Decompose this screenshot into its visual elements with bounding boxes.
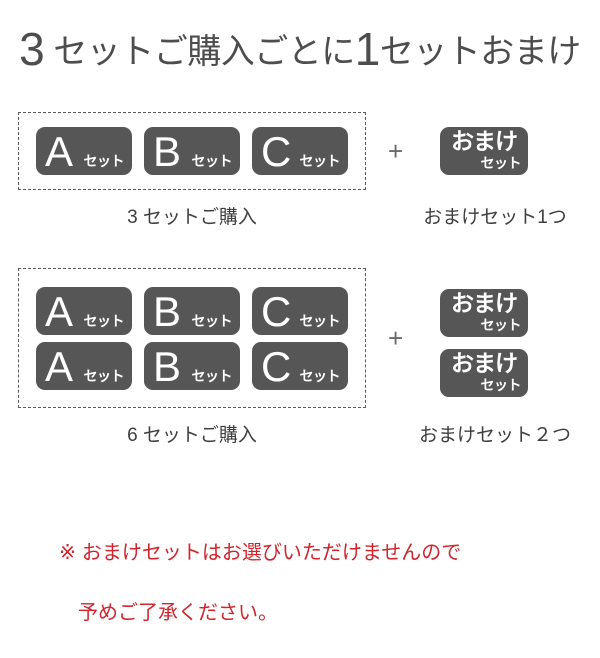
- headline-text-2: セットおまけ: [379, 33, 582, 71]
- set-badge-sublabel: セット: [83, 312, 125, 329]
- notice-line-1: おまけセットはお選びいただけませんので: [81, 542, 462, 564]
- set-badge-line: A セット B セット C セット: [36, 341, 348, 390]
- set-badge-letter: A: [45, 128, 74, 175]
- set-badge-sublabel: セット: [191, 367, 233, 384]
- notice-line-2: 予めご了承ください。: [78, 602, 278, 624]
- bonus-badge-sublabel: セット: [480, 155, 522, 171]
- set-badge-a: A セット: [36, 286, 132, 335]
- page-headline: 3 セットご購入ごとに1セットおまけ: [0, 26, 600, 72]
- headline-text-1: セットご購入ごとに: [44, 33, 355, 71]
- caption-bonus-6set: おまけセット２つ: [418, 425, 571, 446]
- bonus-badge: おまけ セット: [440, 127, 528, 175]
- offer-block-3set: A セット B セット C セット + おまけ セット: [0, 112, 600, 227]
- offer-block-6set: A セット B セット C セット A セット: [0, 268, 600, 445]
- set-badge-letter: C: [261, 342, 292, 390]
- set-badge-sublabel: セット: [83, 367, 125, 384]
- plus-sign-icon: +: [388, 136, 404, 166]
- set-badge-a: A セット: [36, 341, 132, 390]
- caption-purchase-3set: 3 セットご購入: [127, 207, 257, 228]
- caption-bonus-3set: おまけセット1つ: [423, 207, 567, 228]
- disclaimer-notice: ※おまけセットはお選びいただけませんので 予めご了承ください。: [48, 508, 461, 658]
- set-badge-sublabel: セット: [299, 153, 341, 169]
- bonus-badge: おまけ セット: [440, 349, 528, 397]
- plus-sign-icon: +: [388, 323, 404, 353]
- set-badge-sublabel: セット: [191, 153, 233, 169]
- set-badge-a: A セット: [36, 127, 132, 175]
- set-badge-b: B セット: [144, 127, 240, 175]
- bonus-badge-group-3set: おまけ セット: [440, 127, 528, 175]
- reference-mark-icon: ※: [59, 542, 76, 564]
- set-badge-letter: C: [261, 287, 292, 335]
- set-badge-sublabel: セット: [191, 312, 233, 329]
- offer-row-3set: A セット B セット C セット + おまけ セット: [0, 112, 600, 190]
- set-badge-letter: A: [45, 342, 74, 390]
- set-badge-grid-3set: A セット B セット C セット: [19, 113, 365, 189]
- set-badge-letter: B: [153, 287, 182, 335]
- bonus-badge-main: おまけ: [451, 128, 518, 154]
- headline-number-3: 3: [19, 23, 45, 75]
- offer-row-6set: A セット B セット C セット A セット: [0, 268, 600, 408]
- set-badge-letter: B: [153, 128, 182, 175]
- set-badge-sublabel: セット: [299, 367, 341, 384]
- bonus-badge-main: おまけ: [451, 350, 518, 376]
- purchase-group-box-6set: A セット B セット C セット A セット: [18, 268, 366, 408]
- set-badge-line: A セット B セット C セット: [36, 127, 348, 175]
- set-badge-sublabel: セット: [83, 153, 125, 169]
- set-badge-c: C セット: [252, 341, 348, 390]
- set-badge-letter: B: [153, 342, 182, 390]
- set-badge-b: B セット: [144, 286, 240, 335]
- set-badge-sublabel: セット: [299, 312, 341, 329]
- set-badge-c: C セット: [252, 127, 348, 175]
- set-badge-b: B セット: [144, 341, 240, 390]
- purchase-group-box-3set: A セット B セット C セット: [18, 112, 366, 190]
- set-badge-c: C セット: [252, 286, 348, 335]
- bonus-badge: おまけ セット: [440, 289, 528, 337]
- headline-number-1: 1: [354, 23, 381, 75]
- bonus-badge-sublabel: セット: [480, 317, 522, 333]
- caption-purchase-6set: 6 セットご購入: [127, 425, 257, 446]
- set-badge-line: A セット B セット C セット: [36, 286, 348, 335]
- set-badge-letter: C: [261, 128, 292, 175]
- set-badge-letter: A: [45, 287, 74, 335]
- bonus-badge-main: おまけ: [451, 290, 518, 316]
- bonus-badge-group-6set: おまけ セット おまけ セット: [440, 289, 528, 397]
- set-badge-grid-6set: A セット B セット C セット A セット: [19, 269, 365, 407]
- bonus-badge-sublabel: セット: [480, 377, 522, 393]
